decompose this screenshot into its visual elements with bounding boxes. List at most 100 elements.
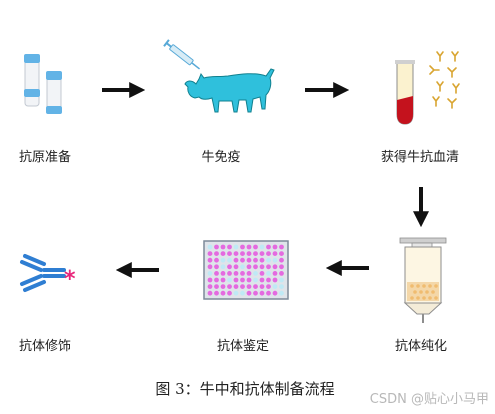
plate-well: [214, 271, 219, 276]
plate-well: [272, 290, 278, 296]
plate-well: [253, 271, 258, 276]
antigen-vials-icon: [24, 54, 62, 114]
plate-well: [253, 244, 258, 250]
plate-well: [227, 290, 232, 296]
plate-well: [214, 290, 219, 296]
plate-well: [233, 244, 239, 250]
plate-well: [214, 257, 219, 263]
plate-well: [253, 251, 258, 256]
plate-well: [259, 271, 265, 276]
plate-well: [259, 290, 265, 296]
cow-injection-icon: [163, 39, 275, 113]
labeled-antibody-icon: *: [20, 254, 76, 292]
plate-well: [207, 271, 213, 276]
plate-well: [227, 257, 232, 263]
plate-well: [233, 277, 239, 283]
plate-well: [214, 264, 219, 270]
plate-well: [220, 264, 226, 270]
plate-well: [266, 251, 271, 256]
plate-well: [240, 290, 245, 296]
plate-well: [233, 271, 239, 276]
blood-tube-antibodies-icon: [395, 51, 460, 125]
plate-well: [259, 244, 265, 250]
plate-well: [253, 257, 258, 263]
plate-well: [246, 271, 252, 276]
watermark: CSDN @贴心小马甲: [369, 392, 489, 407]
plate-well: [240, 277, 245, 283]
plate-well: [279, 251, 284, 256]
plate-well: [266, 271, 271, 276]
plate-well: [227, 284, 232, 289]
plate-well: [266, 244, 271, 250]
plate-well: [272, 277, 278, 283]
plate-well: [220, 277, 226, 283]
plate-well: [272, 264, 278, 270]
microplate-icon: [203, 240, 289, 300]
plate-well: [279, 284, 284, 289]
plate-well: [266, 284, 271, 289]
plate-well: [246, 244, 252, 250]
plate-well: [214, 277, 219, 283]
plate-well: [259, 284, 265, 289]
plate-well: [227, 271, 232, 276]
plate-well: [246, 264, 252, 270]
plate-well: [227, 244, 232, 250]
plate-well: [207, 251, 213, 256]
plate-well: [227, 264, 232, 270]
plate-well: [240, 264, 245, 270]
plate-well: [227, 277, 232, 283]
plate-well: [207, 277, 213, 283]
plate-well: [259, 277, 265, 283]
plate-well: [220, 257, 226, 263]
plate-well: [279, 290, 284, 296]
plate-well: [272, 244, 278, 250]
plate-well: [233, 257, 239, 263]
plate-well: [259, 264, 265, 270]
step-label-antiserum: 获得牛抗血清: [380, 150, 460, 165]
plate-well: [279, 264, 284, 270]
plate-well: [240, 251, 245, 256]
step-label-purification: 抗体纯化: [394, 339, 448, 354]
plate-well: [233, 251, 239, 256]
plate-well: [214, 284, 219, 289]
plate-well: [240, 271, 245, 276]
plate-well: [233, 284, 239, 289]
plate-well: [240, 244, 245, 250]
plate-well: [207, 244, 213, 250]
plate-well: [259, 257, 265, 263]
plate-well: [207, 264, 213, 270]
plate-well: [246, 257, 252, 263]
step-label-antigen-prep: 抗原准备: [18, 150, 72, 165]
plate-well: [266, 290, 271, 296]
plate-well: [253, 264, 258, 270]
plate-well: [214, 251, 219, 256]
plate-well: [253, 290, 258, 296]
plate-well: [227, 251, 232, 256]
plate-well: [246, 277, 252, 283]
step-label-cow-immunization: 牛免疫: [201, 150, 241, 165]
plate-well: [246, 290, 252, 296]
svg-text:*: *: [64, 267, 76, 292]
plate-well: [240, 257, 245, 263]
plate-well: [266, 257, 271, 263]
purification-column-icon: [399, 237, 447, 323]
plate-well: [220, 290, 226, 296]
plate-well: [207, 290, 213, 296]
plate-well: [266, 264, 271, 270]
plate-well: [220, 271, 226, 276]
plate-well: [279, 244, 284, 250]
plate-well: [272, 257, 278, 263]
plate-well: [272, 271, 278, 276]
plate-well: [240, 284, 245, 289]
plate-well: [220, 284, 226, 289]
plate-well: [246, 284, 252, 289]
plate-well: [279, 271, 284, 276]
plate-well: [233, 290, 239, 296]
plate-well: [214, 244, 219, 250]
plate-well: [246, 251, 252, 256]
plate-well: [253, 284, 258, 289]
plate-well: [266, 277, 271, 283]
step-label-modification: 抗体修饰: [18, 339, 72, 354]
